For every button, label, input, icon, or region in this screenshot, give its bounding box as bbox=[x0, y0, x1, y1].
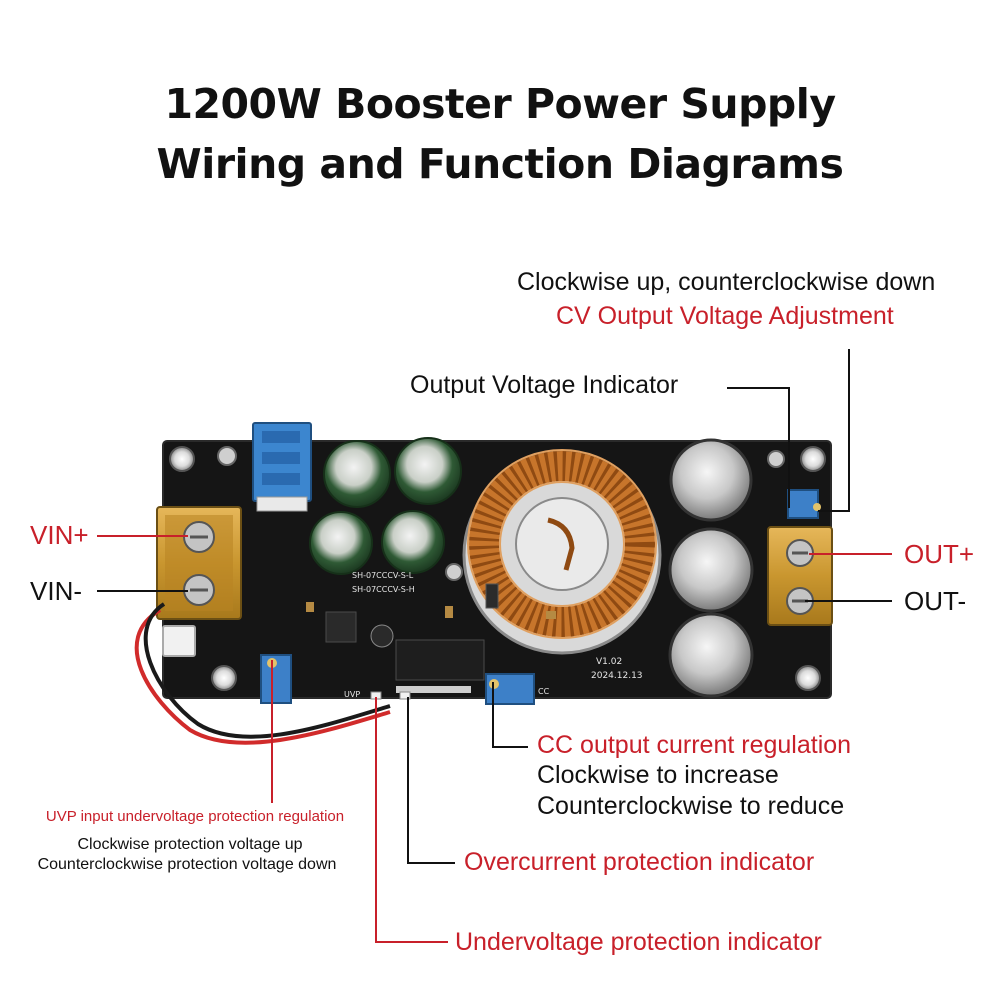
mount-hole-bl bbox=[211, 665, 237, 691]
leader-ovi bbox=[727, 387, 790, 508]
cv-description: Clockwise up, counterclockwise down bbox=[517, 268, 936, 296]
input-terminal-block bbox=[156, 506, 242, 620]
out-minus-label: OUT- bbox=[904, 586, 967, 616]
cc-line-2: Counterclockwise to reduce bbox=[537, 792, 845, 820]
silk-version: V1.02 bbox=[596, 657, 622, 667]
input-wire-red bbox=[134, 608, 391, 745]
silk-uvp: UVP bbox=[344, 690, 360, 699]
leader-cc bbox=[492, 682, 528, 748]
overcurrent-indicator-label: Overcurrent protection indicator bbox=[464, 848, 815, 876]
leader-lines bbox=[97, 349, 892, 943]
mount-hole-br bbox=[795, 665, 821, 691]
screw-top bbox=[217, 446, 237, 466]
cv-title: CV Output Voltage Adjustment bbox=[556, 302, 894, 330]
ocp-indicator-led bbox=[399, 691, 411, 700]
output-voltage-indicator-label: Output Voltage Indicator bbox=[410, 371, 679, 399]
silk-model-1: SH-07CCCV-S-L bbox=[352, 571, 414, 580]
vin-minus-label: VIN- bbox=[30, 576, 82, 606]
leader-oci bbox=[407, 697, 455, 864]
mount-hole-tr bbox=[800, 446, 826, 472]
output-terminal-block bbox=[767, 526, 833, 626]
input-wire-black bbox=[143, 602, 391, 739]
uvp-potentiometer bbox=[260, 654, 292, 704]
cc-title: CC output current regulation bbox=[537, 731, 852, 759]
output-capacitors bbox=[668, 438, 754, 698]
wire-connector bbox=[162, 625, 196, 657]
uvp-title: UVP input undervoltage protection regula… bbox=[45, 808, 345, 825]
uvp-line-2: Counterclockwise protection voltage down bbox=[37, 856, 337, 873]
cc-line-1: Clockwise to increase bbox=[537, 761, 779, 789]
silk-cc: CC bbox=[538, 687, 550, 696]
screw-right bbox=[767, 450, 785, 468]
vin-plus-label: VIN+ bbox=[30, 520, 89, 550]
silk-model-2: SH-07CCCV-S-H bbox=[352, 585, 415, 594]
cv-potentiometer bbox=[787, 489, 821, 519]
title-line-2: Wiring and Function Diagrams bbox=[156, 140, 844, 188]
dip-switch bbox=[252, 422, 312, 512]
leader-cv bbox=[818, 349, 850, 512]
ic-components bbox=[306, 583, 556, 693]
out-plus-label: OUT+ bbox=[904, 539, 975, 569]
mount-hole-tl bbox=[169, 446, 195, 472]
input-capacitors bbox=[309, 437, 462, 575]
uvp-line-1: Clockwise protection voltage up bbox=[77, 836, 303, 853]
title-line-1: 1200W Booster Power Supply bbox=[164, 80, 836, 128]
toroidal-inductor bbox=[462, 449, 662, 655]
silk-date: 2024.12.13 bbox=[591, 671, 643, 681]
screw-mid bbox=[445, 563, 463, 581]
cc-potentiometer bbox=[485, 673, 535, 705]
undervoltage-indicator-label: Undervoltage protection indicator bbox=[455, 928, 822, 956]
leader-uvi bbox=[375, 697, 448, 943]
